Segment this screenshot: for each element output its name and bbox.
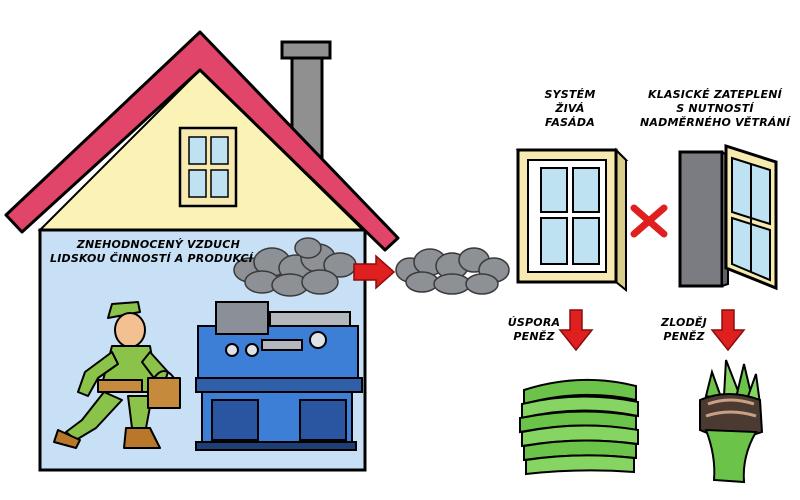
classic-insulation-label-line3: NADMĚRNÉHO VĚTRÁNÍ — [640, 116, 791, 129]
lathe-machine — [195, 301, 363, 451]
arrow-house-to-outside — [353, 254, 396, 290]
thief-label: ZLODĚJ PENĚZ — [656, 316, 712, 344]
savings-label-line1: ÚSPORA — [507, 316, 561, 329]
attic-window — [178, 126, 238, 208]
classic-insulation-label-line2: S NUTNOSTÍ — [676, 102, 754, 115]
living-facade-label-line2: ŽIVÁ — [555, 102, 585, 115]
classic-insulation-label-line1: KLASICKÉ ZATEPLENÍ — [648, 88, 782, 101]
money-stack — [519, 378, 639, 476]
arrow-down-thief — [710, 309, 746, 352]
thief-label-line1: ZLODĚJ — [661, 316, 707, 329]
chimney-cap — [280, 40, 332, 60]
open-window — [678, 143, 778, 291]
roof — [4, 30, 400, 252]
outside-air-cloud — [395, 247, 510, 295]
cross-mark-icon — [630, 204, 668, 238]
savings-label-line2: PENĚZ — [513, 330, 555, 343]
living-facade-label: SYSTÉM ŽIVÁ FASÁDA — [530, 88, 610, 130]
savings-label: ÚSPORA PENĚZ — [506, 316, 562, 344]
classic-insulation-label: KLASICKÉ ZATEPLENÍ S NUTNOSTÍ NADMĚRNÉHO… — [640, 88, 790, 130]
house-air-label-line1: ZNEHODNOCENÝ VZDUCH — [76, 238, 240, 251]
house-air-label-line2: LIDSKOU ČINNOSTÍ A PRODUKCÍ — [50, 252, 254, 265]
worker-figure — [53, 301, 181, 449]
thief-label-line2: PENĚZ — [663, 330, 705, 343]
living-facade-window — [515, 147, 629, 293]
living-facade-label-line3: FASÁDA — [545, 116, 595, 129]
arrow-down-savings — [558, 309, 594, 352]
house-air-label: ZNEHODNOCENÝ VZDUCH LIDSKOU ČINNOSTÍ A P… — [50, 238, 254, 266]
polluted-air-cloud — [233, 237, 357, 297]
living-facade-label-line1: SYSTÉM — [544, 88, 596, 101]
hand-with-money — [699, 359, 764, 484]
